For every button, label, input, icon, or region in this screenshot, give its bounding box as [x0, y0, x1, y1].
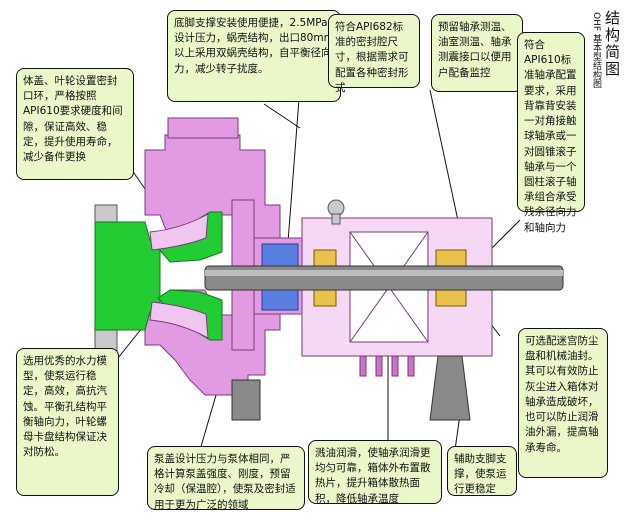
bearing-front-lower: [313, 289, 337, 307]
base-foot: [231, 379, 261, 421]
shaft: [204, 265, 564, 291]
impeller-vane: [149, 213, 209, 251]
callout-seal-chamber: 符合API682标准的密封腔尺寸，根据需求可配置各种密封形式: [328, 14, 420, 94]
callout-lubrication: 溅油润滑，使轴承润滑更均匀可靠，箱体外布置散热片，提升箱体散热面积，降低轴承温度: [308, 440, 442, 505]
callout-bearing-config: 符合API610标准轴承配置要求，采用背靠背安装一对角接触球轴承或一对圆锥滚子轴…: [517, 32, 585, 234]
mechanical-seal-lower: [261, 287, 299, 311]
bearing-front: [313, 249, 337, 267]
callout-monitor-port: 预留轴承测温、油室测温、轴承测震接口以便用户配备监控: [431, 14, 523, 92]
callout-hydraulic-model: 选用优秀的水力模型，使泵运行稳定，高效，高抗汽蚀。平衡孔结构平衡轴向力，叶轮螺母…: [16, 348, 119, 496]
callout-dust-seal: 可选配迷宫防尘盘和机械油封。其可以有效防止灰尘进入箱体对轴承造成破坏，也可以防止…: [518, 328, 608, 478]
callout-foot-design: 底脚支撑安装使用便捷，2.5MPa设计压力，蜗壳结构，出口80mm以上采用双蜗壳…: [167, 10, 341, 102]
impeller-vane-lower: [149, 301, 209, 339]
diagram-subtitle: OHF 基本型结构图: [591, 12, 601, 88]
bearing-rear-lower: [435, 289, 467, 307]
support-foot: [429, 355, 471, 421]
diagram-title: 结构简图: [603, 10, 621, 78]
callout-impeller-ring: 体盖、叶轮设置密封口环，严格按照API610要求硬度和间隙，保证高效、稳定，提升…: [16, 68, 134, 180]
callout-aux-support: 辅助支脚支撑，使泵运行更稳定: [447, 446, 517, 496]
cooling-fins: [359, 355, 415, 377]
bearing-rear: [435, 249, 467, 267]
mechanical-seal: [261, 243, 299, 267]
discharge-nozzle: [167, 117, 239, 139]
callout-pump-cover: 泵盖设计压力与泵体相同，严格计算泵盖强度、刚度，预留冷却（保温腔），使泵及密封适…: [147, 446, 305, 511]
